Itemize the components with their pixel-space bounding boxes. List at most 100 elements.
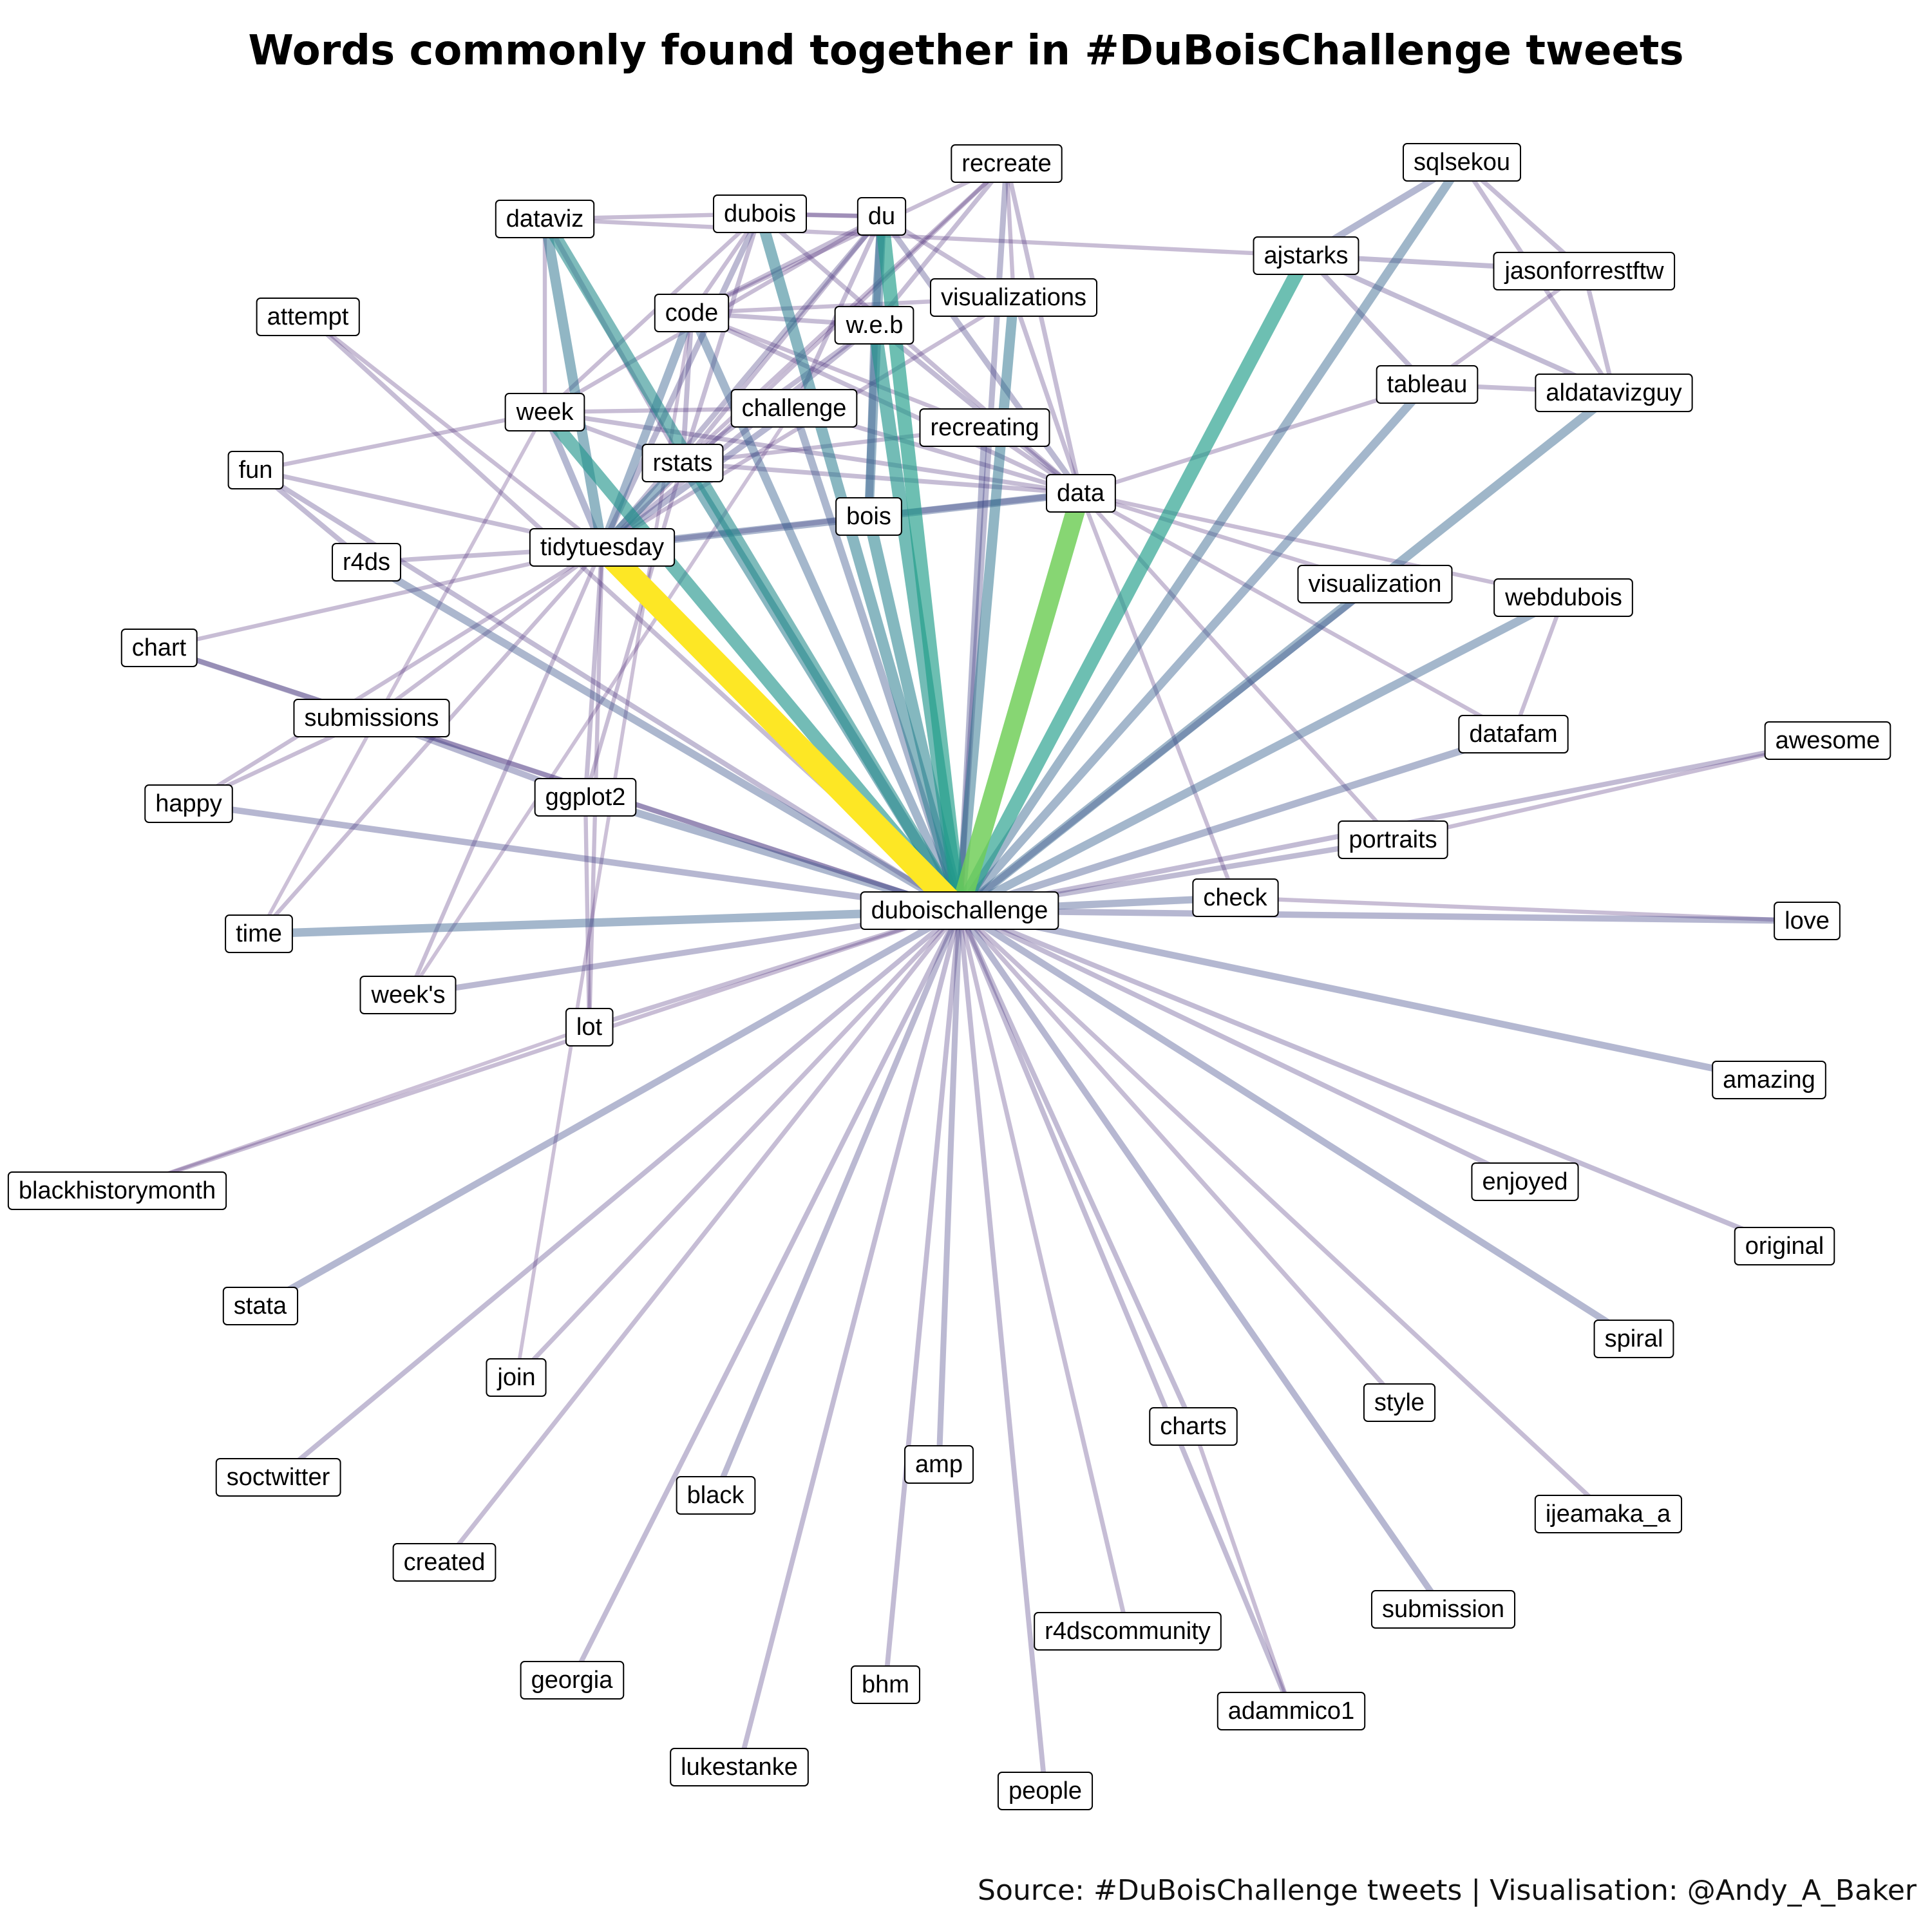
- node-label: check: [1203, 884, 1267, 911]
- node-label: portraits: [1349, 826, 1437, 853]
- edge-charts-adammico1: [1191, 1425, 1294, 1712]
- edge-duboischallenge-soctwitter: [276, 909, 961, 1479]
- node-label: rstats: [653, 450, 713, 477]
- node-spiral: spiral: [1593, 1320, 1674, 1358]
- node-box: [1338, 820, 1448, 859]
- node-lot: lot: [565, 1008, 614, 1046]
- edge-duboischallenge-black: [712, 909, 963, 1497]
- node-label: bois: [846, 503, 891, 530]
- node-box: [1534, 1495, 1683, 1533]
- node-label: original: [1745, 1233, 1824, 1260]
- edge-dubois-week: [543, 212, 762, 414]
- node-love: love: [1774, 902, 1841, 940]
- edge-duboischallenge-original: [958, 908, 1786, 1249]
- node-label: style: [1374, 1389, 1425, 1416]
- node-box: [857, 197, 907, 236]
- node-box: [834, 306, 914, 345]
- node-box: [1471, 1162, 1579, 1201]
- node-label: tableau: [1387, 371, 1468, 398]
- edge-duboischallenge-lukestanke: [737, 910, 962, 1768]
- node-box: [1774, 902, 1841, 940]
- node-box: [332, 543, 401, 582]
- node-box: [1593, 1320, 1674, 1358]
- node-label: data: [1057, 480, 1105, 507]
- node-label: recreate: [961, 150, 1051, 177]
- node-enjoyed: enjoyed: [1471, 1162, 1579, 1201]
- node-box: [225, 914, 293, 953]
- edge-ajstarks-aldatavizguy: [1305, 253, 1615, 395]
- edge-code-rstats: [680, 312, 694, 464]
- node-label: challenge: [742, 395, 847, 422]
- node-ggplot2: ggplot2: [534, 778, 637, 817]
- node-box: [392, 1543, 497, 1582]
- node-label: ggplot2: [545, 784, 626, 811]
- node-ijeamaka_a: ijeamaka_a: [1534, 1495, 1683, 1533]
- node-box: [1403, 143, 1521, 182]
- edge-week-fun: [255, 410, 545, 473]
- node-label: submissions: [304, 705, 439, 732]
- node-dataviz: dataviz: [495, 200, 595, 238]
- node-bois: bois: [835, 497, 902, 536]
- node-box: [1764, 721, 1891, 760]
- node-box: [7, 1171, 227, 1210]
- edge-jasonforrestftw-aldatavizguy: [1582, 270, 1616, 393]
- node-label: code: [665, 299, 718, 327]
- edge-tidytuesday-dataviz: [540, 218, 607, 549]
- edge-time-week: [257, 411, 547, 935]
- node-box: [670, 1748, 809, 1786]
- node-label: awesome: [1776, 727, 1880, 754]
- edge-ggplot2-lot: [583, 797, 592, 1028]
- node-box: [904, 1445, 974, 1484]
- edge-dataviz-ajstarks: [544, 216, 1307, 258]
- edge-duboischallenge-georgia: [569, 909, 962, 1681]
- node-box: [534, 778, 637, 817]
- node-label: bhm: [862, 1671, 909, 1698]
- edge-duboischallenge-visualization: [957, 582, 1378, 913]
- node-box: [835, 497, 902, 536]
- node-soctwitter: soctwitter: [215, 1458, 341, 1497]
- node-bhm: bhm: [851, 1665, 920, 1704]
- node-label: duboischallenge: [871, 897, 1048, 924]
- edge-tidytuesday-ggplot2: [583, 547, 605, 798]
- edge-duboischallenge-amazing: [958, 907, 1770, 1084]
- node-adammico1: adammico1: [1217, 1692, 1366, 1730]
- node-label: love: [1785, 907, 1830, 934]
- edge-recreate-data: [1004, 163, 1083, 494]
- node-w.e.b: w.e.b: [834, 306, 914, 345]
- node-visualization: visualization: [1297, 565, 1453, 603]
- node-tableau: tableau: [1376, 365, 1479, 404]
- node-box: [1217, 1692, 1366, 1730]
- node-label: datafam: [1469, 721, 1557, 748]
- node-label: submission: [1382, 1596, 1504, 1623]
- node-box: [676, 1476, 756, 1515]
- node-label: charts: [1160, 1413, 1226, 1440]
- node-charts: charts: [1149, 1407, 1238, 1446]
- edge-rstats-data: [682, 460, 1081, 496]
- node-submissions: submissions: [293, 699, 450, 737]
- edge-duboischallenge-style: [958, 909, 1401, 1405]
- node-box: [1253, 236, 1359, 275]
- node-label: time: [236, 920, 282, 947]
- node-label: fun: [239, 457, 273, 484]
- node-box: [1734, 1227, 1835, 1265]
- node-recreate: recreate: [951, 144, 1063, 183]
- node-label: georgia: [531, 1667, 614, 1694]
- edge-data-webdubois: [1080, 491, 1564, 600]
- edge-webdubois-datafam: [1511, 596, 1566, 735]
- node-dubois: dubois: [713, 194, 807, 233]
- node-people: people: [997, 1772, 1094, 1810]
- node-label: du: [868, 203, 895, 230]
- node-box: [565, 1008, 614, 1046]
- node-box: [1376, 365, 1479, 404]
- edge-duboischallenge-people: [957, 910, 1048, 1792]
- edge-duboischallenge-aldatavizguy: [956, 389, 1617, 914]
- node-black: black: [676, 1476, 756, 1515]
- node-box: [951, 144, 1063, 183]
- node-visualizations: visualizations: [930, 278, 1097, 317]
- node-label: r4ds: [343, 549, 390, 576]
- node-sqlsekou: sqlsekou: [1403, 143, 1521, 182]
- edge-duboischallenge-tableau: [956, 381, 1430, 914]
- node-box: [730, 389, 858, 428]
- edge-tidytuesday-dubois: [599, 213, 763, 549]
- edge-duboischallenge-charts: [957, 909, 1196, 1428]
